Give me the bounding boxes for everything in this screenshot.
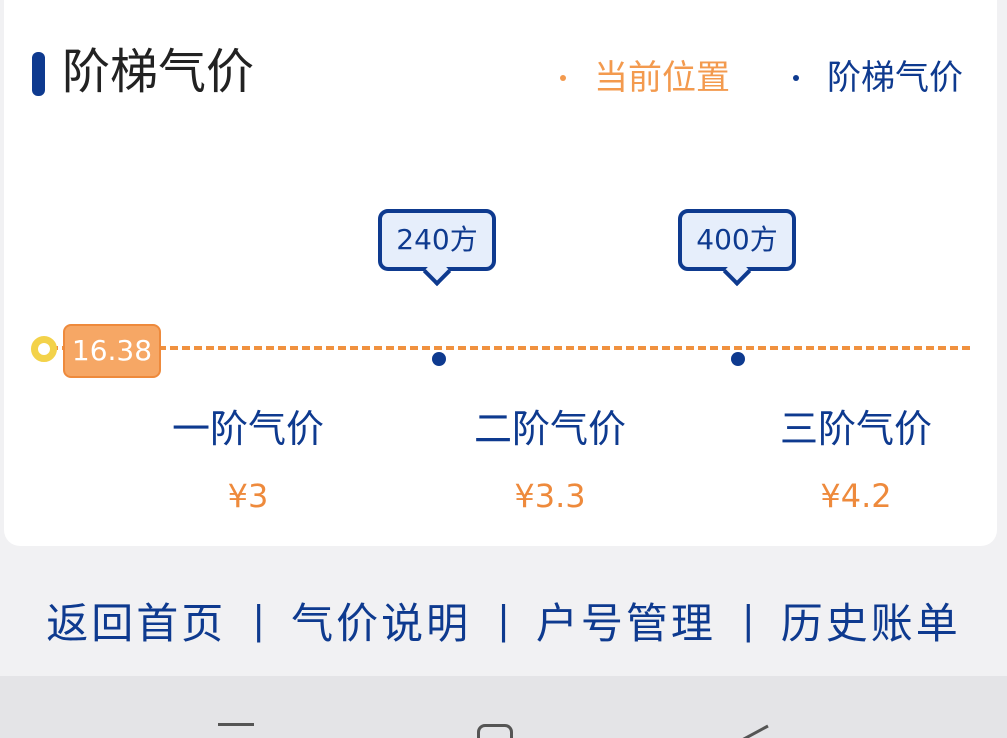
tier-price: ¥3.3 [514, 477, 586, 515]
system-navigation-bar [0, 676, 1007, 738]
nav-separator: | [741, 598, 755, 642]
nav-separator: | [497, 598, 510, 642]
threshold-node [432, 352, 446, 366]
threshold-label: 400方 [696, 223, 778, 256]
threshold-bubble: 240方 [378, 209, 496, 287]
nav-separator: | [252, 598, 266, 642]
legend-dot-icon [793, 75, 799, 81]
legend-tier-price: 阶梯气价 [793, 56, 963, 100]
tier-price: ¥4.2 [820, 477, 892, 515]
threshold-label: 240方 [396, 223, 478, 256]
current-usage-badge: 16.38 [63, 324, 161, 378]
home-icon[interactable] [477, 724, 513, 738]
tier-price: ¥3 [227, 477, 269, 515]
tier-name: 三阶气价 [779, 407, 932, 451]
legend-current-position: 当前位置 [560, 56, 730, 100]
footer-nav: 返回首页 | 气价说明 | 户号管理 | 历史账单 [0, 588, 1007, 652]
nav-link-price-info[interactable]: 气价说明 [291, 598, 472, 648]
legend-dot-icon [560, 75, 566, 81]
page-title: 阶梯气价 [62, 44, 255, 100]
threshold-node [731, 352, 745, 366]
nav-link-account-manage[interactable]: 户号管理 [535, 598, 716, 648]
legend-label: 当前位置 [594, 58, 730, 98]
nav-link-history-bills[interactable]: 历史账单 [780, 598, 961, 648]
title-accent-bar [32, 52, 45, 96]
tier-name: 二阶气价 [473, 407, 626, 451]
nav-link-home[interactable]: 返回首页 [46, 598, 227, 648]
usage-track-line [50, 346, 970, 350]
tiered-price-card [4, 0, 997, 546]
threshold-bubble: 400方 [678, 209, 796, 287]
legend-label: 阶梯气价 [827, 58, 963, 98]
back-icon[interactable] [738, 724, 770, 738]
tier-name: 一阶气价 [171, 407, 324, 451]
menu-icon[interactable] [218, 723, 254, 726]
current-position-marker-icon [31, 336, 57, 362]
